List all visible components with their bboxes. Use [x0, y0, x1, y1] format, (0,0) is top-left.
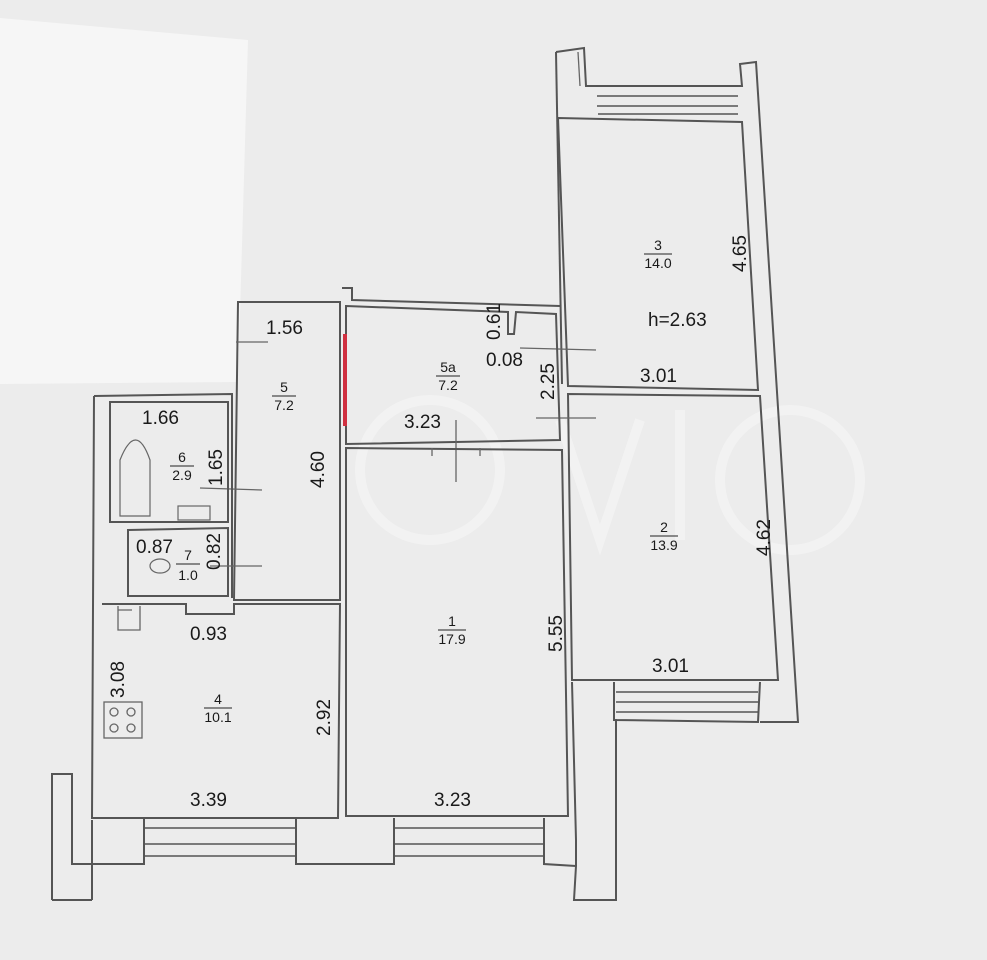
dim-room5-height: 4.60: [308, 451, 329, 488]
svg-text:17.9: 17.9: [438, 631, 465, 647]
bathtub-outline: [119, 439, 151, 517]
dim-room1-width: 3.23: [434, 790, 471, 811]
room-label-5: 5 7.2: [272, 379, 296, 413]
dim-room5a-height: 2.25: [538, 363, 559, 400]
room-label-4: 4 10.1: [204, 691, 232, 725]
room-label-1: 1 17.9: [438, 613, 466, 647]
dim-niche-width: 0.08: [486, 350, 523, 371]
svg-text:13.9: 13.9: [650, 537, 677, 553]
sink-outline: [177, 505, 211, 521]
svg-text:5a: 5a: [440, 359, 456, 375]
room-3: [555, 51, 760, 392]
room-5a: [342, 287, 562, 482]
room-label-5a: 5a 7.2: [436, 359, 460, 393]
dim-room4-height-right: 2.92: [314, 699, 335, 736]
room-label-3: 3 14.0: [644, 237, 672, 271]
svg-text:7.2: 7.2: [274, 397, 294, 413]
toilet-outline: [149, 558, 171, 574]
ceiling-height: h=2.63: [648, 310, 707, 331]
dim-room3-width: 3.01: [640, 366, 677, 387]
dim-niche-depth: 0.61: [484, 303, 505, 340]
overlay-sheet: [0, 18, 248, 384]
dim-room6-height: 1.65: [206, 449, 227, 486]
balcony-top: [555, 46, 800, 723]
dim-room6-width: 1.66: [142, 408, 179, 429]
svg-text:14.0: 14.0: [644, 255, 671, 271]
dim-room4-width: 3.39: [190, 790, 227, 811]
svg-text:3: 3: [654, 237, 662, 253]
dim-room3-height: 4.65: [730, 235, 751, 272]
dim-room4-height-left: 3.08: [108, 661, 129, 698]
dim-room2-width: 3.01: [652, 656, 689, 677]
room-6: [93, 392, 233, 598]
svg-text:10.1: 10.1: [204, 709, 231, 725]
svg-text:5: 5: [280, 379, 288, 395]
svg-text:7.2: 7.2: [438, 377, 458, 393]
outer-wall-bottom: [51, 681, 617, 901]
room-4: [90, 395, 342, 819]
dim-room5a-width: 3.23: [404, 412, 441, 433]
dim-room7-height: 0.82: [204, 533, 225, 570]
svg-text:7: 7: [184, 547, 192, 563]
room-label-2: 2 13.9: [650, 519, 678, 553]
room-label-7: 7 1.0: [176, 547, 200, 583]
dim-room7-width: 0.87: [136, 537, 173, 558]
svg-text:2: 2: [660, 519, 668, 535]
dim-room5-width: 1.56: [266, 318, 303, 339]
room-label-6: 6 2.9: [170, 449, 194, 483]
svg-text:1: 1: [448, 613, 456, 629]
room-7: [127, 526, 262, 597]
dim-kitchen-door: 0.93: [190, 624, 227, 645]
room-1: [345, 446, 570, 817]
stove-icon: [103, 701, 143, 739]
watermark: [355, 395, 865, 556]
svg-text:6: 6: [178, 449, 186, 465]
svg-text:4: 4: [214, 691, 222, 707]
dim-room1-height: 5.55: [546, 615, 567, 652]
svg-text:1.0: 1.0: [178, 567, 198, 583]
sink-kitchen: [117, 606, 141, 631]
svg-text:2.9: 2.9: [172, 467, 192, 483]
dim-room2-height: 4.62: [754, 519, 775, 556]
balcony-bottom: [613, 681, 761, 724]
